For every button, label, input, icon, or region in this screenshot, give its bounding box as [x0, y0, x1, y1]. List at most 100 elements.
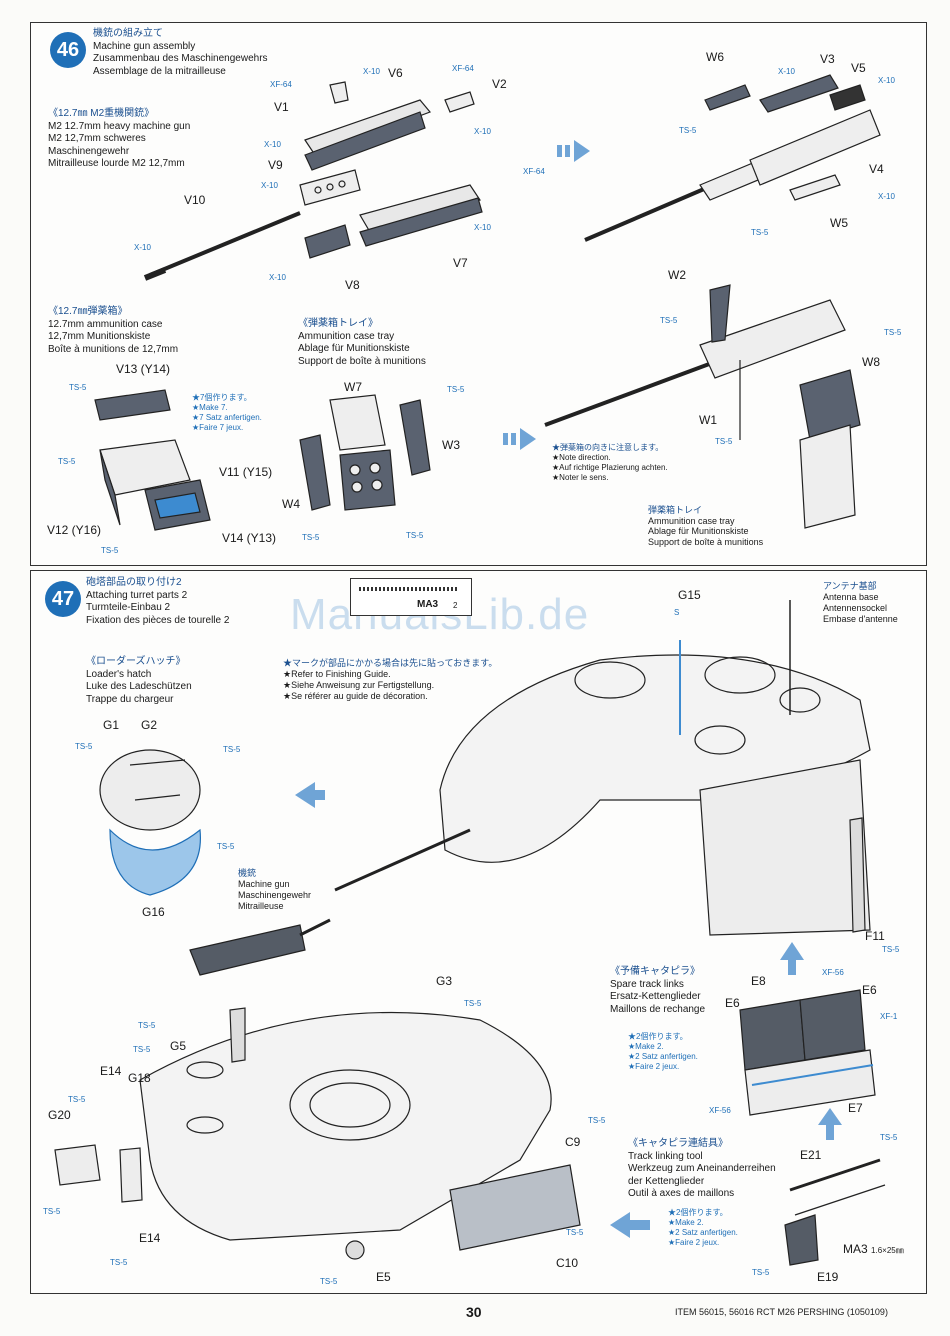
- spare-track-heading: 《予備キャタピラ》 Spare track links Ersatz-Kette…: [610, 966, 705, 1016]
- paint47-xf56-a: XF-56: [822, 968, 844, 977]
- part-label-v2: V2: [492, 77, 507, 91]
- make-2-note-b: ★2個作ります。 ★Make 2. ★2 Satz anfertigen. ★F…: [668, 1208, 738, 1248]
- step-46-title: 機銃の組み立て Machine gun assembly Zusammenbau…: [93, 28, 268, 78]
- direction-note: ★弾薬箱の向きに注意します。 ★Note direction. ★Auf ric…: [552, 443, 668, 483]
- paint-ts5-c: TS-5: [660, 316, 678, 325]
- paint-xf64-b: XF-64: [452, 64, 474, 73]
- paint47-xf56-b: XF-56: [709, 1106, 731, 1115]
- assembly-arrow-47c: [818, 1108, 842, 1140]
- step-47-title: 砲塔部品の取り付け2 Attaching turret parts 2 Turm…: [86, 577, 229, 627]
- ma3-code: MA3: [843, 1242, 868, 1256]
- part-label-w8: W8: [862, 355, 880, 369]
- tray-note-de: Ablage für Munitionskiste: [648, 526, 749, 536]
- ma3-size: 1.6×25㎜: [871, 1246, 904, 1255]
- title47-de: Turmteile-Einbau 2: [86, 602, 171, 613]
- mg-heading: 《12.7㎜ M2重機関銃》 M2 12.7mm heavy machine g…: [48, 108, 190, 171]
- tool-de: Werkzeug zum Aneinanderreihen: [628, 1163, 776, 1174]
- paint-ts5-a: TS-5: [679, 126, 697, 135]
- make7-jp: ★7個作ります。: [192, 393, 252, 402]
- part-label-g20: G20: [48, 1108, 71, 1122]
- mg-assembled-drawing: [584, 74, 881, 242]
- direction-en: ★Note direction.: [552, 453, 611, 462]
- direction-fr: ★Noter le sens.: [552, 473, 609, 482]
- make2b-en: ★Make 2.: [668, 1218, 704, 1227]
- antenna-de: Antennensockel: [823, 603, 888, 613]
- paint47-ts5-c: TS-5: [217, 842, 235, 851]
- mg-jp: 《12.7㎜ M2重機関銃》: [48, 108, 155, 119]
- title-jp: 機銃の組み立て: [93, 28, 163, 39]
- tray-note-fr: Support de boîte à munitions: [648, 536, 764, 547]
- assembly-arrow-46b: [503, 428, 536, 450]
- paint47-ts5-i: TS-5: [43, 1207, 61, 1216]
- mg47-en: Machine gun: [238, 879, 290, 889]
- part-label-g15: G15: [678, 588, 701, 602]
- part-label-e14-b: E14: [139, 1231, 161, 1245]
- paint-x10-f: X-10: [134, 243, 151, 252]
- part-label-w6: W6: [706, 50, 724, 64]
- paint47-ts5-f: TS-5: [138, 1021, 156, 1030]
- paint-x10-i: X-10: [878, 76, 895, 85]
- paint47-ts5-b: TS-5: [223, 745, 241, 754]
- screw-label: MA3: [417, 599, 439, 610]
- finish-jp: ★マークが部品にかかる場合は先に貼っておきます。: [283, 658, 498, 668]
- tray-fr: Support de boîte à munitions: [298, 355, 426, 367]
- screw-icon: [359, 587, 459, 591]
- mg-fr: Mitrailleuse lourde M2 12,7mm: [48, 158, 185, 169]
- loaders-hatch-drawing: [99, 749, 201, 896]
- spare-en: Spare track links: [610, 978, 684, 990]
- paint47-ts5-k: TS-5: [320, 1277, 338, 1286]
- paint-ts5-h: TS-5: [101, 546, 119, 555]
- paint-x10-c: X-10: [264, 140, 281, 149]
- part-label-v10: V10: [184, 193, 206, 207]
- machine-gun-note: 機銃 Machine gun Maschinengewehr Mitraille…: [238, 868, 311, 912]
- part-label-g2: G2: [141, 718, 158, 732]
- make2b-de: ★2 Satz anfertigen.: [668, 1228, 738, 1237]
- ammo-fr: Boîte à munitions de 12,7mm: [48, 343, 179, 355]
- make7-fr: ★Faire 7 jeux.: [192, 423, 244, 432]
- assembly-arrow-46a: [557, 140, 590, 162]
- paint47-ts5-a: TS-5: [75, 742, 93, 751]
- spare-fr: Maillons de rechange: [610, 1003, 706, 1015]
- paint47-s: S: [674, 608, 680, 617]
- tool-jp: 《キャタピラ連結具》: [628, 1138, 728, 1149]
- make-7-note: ★7個作ります。 ★Make 7. ★7 Satz anfertigen. ★F…: [192, 393, 262, 433]
- part-label-v12: V12 (Y16): [47, 523, 102, 537]
- hatch-jp: 《ローダーズハッチ》: [86, 656, 186, 667]
- part-label-e8: E8: [751, 974, 766, 988]
- tray-drawing: [299, 394, 431, 511]
- mg47-fr: Mitrailleuse: [238, 901, 284, 911]
- mg-de: Maschinengewehr: [48, 145, 130, 157]
- part-label-v14: V14 (Y13): [222, 531, 277, 545]
- part-label-e5: E5: [376, 1270, 391, 1284]
- title-de: Zusammenbau des Maschinengewehrs: [93, 53, 268, 64]
- paint-xf64-a: XF-64: [270, 80, 292, 89]
- part-label-v6: V6: [388, 66, 403, 80]
- make2a-fr: ★Faire 2 jeux.: [628, 1062, 680, 1071]
- ammo-case-drawing: [94, 389, 211, 531]
- step-47-badge: 47: [45, 581, 81, 617]
- make2a-de: ★2 Satz anfertigen.: [628, 1052, 698, 1061]
- paint47-ts5-j: TS-5: [110, 1258, 128, 1267]
- part-label-v7: V7: [453, 256, 468, 270]
- make2a-en: ★Make 2.: [628, 1042, 664, 1051]
- part-label-g1: G1: [103, 718, 120, 732]
- paint-x10-e: X-10: [474, 223, 491, 232]
- mg-en: M2 12.7mm heavy machine gun: [48, 120, 191, 132]
- paint-ts5-e: TS-5: [715, 437, 733, 446]
- antenna-note: アンテナ基部 Antenna base Antennensockel Embas…: [823, 581, 898, 625]
- direction-jp: ★弾薬箱の向きに注意します。: [552, 443, 664, 452]
- part-label-e6-b: E6: [862, 983, 877, 997]
- paint47-ts5-o: TS-5: [752, 1268, 770, 1277]
- spare-de: Ersatz-Kettenglieder: [610, 991, 701, 1002]
- finish-en: ★Refer to Finishing Guide.: [283, 669, 391, 679]
- tool-fr: Outil à axes de maillons: [628, 1188, 735, 1199]
- ammo-jp: 《12.7㎜弾薬箱》: [48, 306, 128, 317]
- antenna-en: Antenna base: [823, 592, 879, 602]
- make2a-jp: ★2個作ります。: [628, 1032, 688, 1041]
- paint-ts5-b: TS-5: [751, 228, 769, 237]
- direction-de: ★Auf richtige Plazierung achten.: [552, 463, 668, 472]
- ammo-heading: 《12.7㎜弾薬箱》 12.7mm ammunition case 12,7mm…: [48, 306, 178, 356]
- mg-with-tray-drawing: [544, 284, 861, 529]
